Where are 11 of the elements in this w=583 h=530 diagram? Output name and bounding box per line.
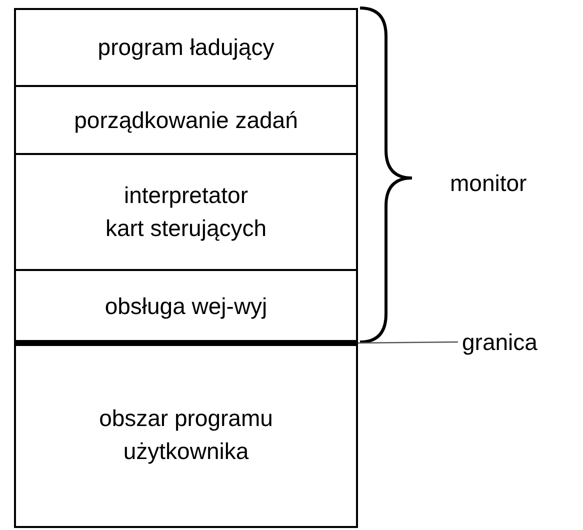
memory-region xyxy=(14,153,358,271)
region-label: obszar programu użytkownika xyxy=(98,404,274,466)
region-label: porządkowanie zadań xyxy=(74,106,298,135)
region-label: interpretator kart sterujących xyxy=(104,181,268,243)
memory-region xyxy=(14,85,358,155)
memory-region xyxy=(14,8,358,87)
brace-label: monitor xyxy=(450,169,527,198)
region-label: program ładujący xyxy=(98,33,274,62)
boundary-label: granica xyxy=(462,327,538,357)
leader-line xyxy=(358,341,458,344)
region-label: obsługa wej-wyj xyxy=(104,292,268,321)
